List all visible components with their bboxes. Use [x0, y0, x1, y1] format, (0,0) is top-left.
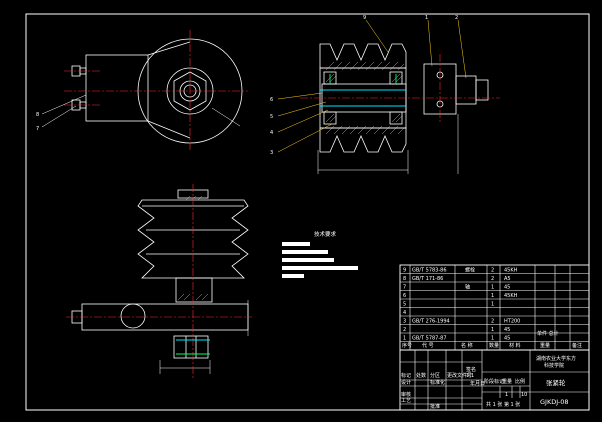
- school-line1: 湖南农业大学东方: [536, 355, 576, 362]
- drawing-title: 张紧轮: [546, 378, 566, 387]
- front-view-accents: [176, 339, 210, 355]
- technical-requirements: 技术要求: [282, 230, 358, 278]
- callout-4: 4: [270, 130, 273, 136]
- parts-row-name: 轴: [465, 283, 470, 290]
- callout-2: 2: [455, 15, 458, 21]
- section-hatch: [325, 61, 405, 135]
- parts-row-code: GB/T 5783-86: [412, 267, 447, 273]
- parts-row-no: 3: [403, 318, 406, 324]
- callout-9: 9: [363, 15, 366, 21]
- parts-row-material: 45: [504, 284, 510, 290]
- parts-row-code: GB/T 276-1994: [412, 318, 450, 324]
- stage-label-0: 阶段标记: [484, 378, 504, 385]
- header-name: 名 称: [461, 342, 473, 349]
- approval-4: 批准: [430, 403, 440, 410]
- tech-req-heading: 技术要求: [314, 230, 337, 238]
- callout-1: 1: [425, 15, 428, 21]
- front-view-hatch: [177, 195, 209, 301]
- parts-row-qty: 1: [491, 284, 494, 290]
- header-remark: 备注: [572, 342, 582, 349]
- parts-row-material: 45: [504, 327, 510, 333]
- section-accents: [320, 74, 406, 107]
- header-material: 材 料: [509, 342, 521, 349]
- scale-value: 1:1: [466, 373, 474, 379]
- parts-row-no: 5: [403, 301, 406, 307]
- parts-row-material: HT200: [504, 318, 520, 324]
- row-label-3: 更改文件号: [447, 372, 472, 379]
- ratio-value: 10: [521, 392, 527, 398]
- parts-row-no: 8: [403, 276, 406, 282]
- parts-row-no: 9: [403, 267, 406, 273]
- parts-row-name: 螺栓: [465, 266, 475, 273]
- end-view-leaders: [41, 94, 87, 128]
- school-line2: 科技学院: [544, 362, 564, 369]
- parts-row-material: 45: [504, 335, 510, 341]
- stage-label-2: 比例: [515, 378, 525, 385]
- parts-row-no: 4: [403, 310, 406, 316]
- parts-row-no: 6: [403, 293, 406, 299]
- row-label-1: 处数: [416, 372, 426, 379]
- callout-6: 6: [270, 97, 273, 103]
- parts-row-qty: 1: [491, 293, 494, 299]
- parts-row-qty: 1: [491, 327, 494, 333]
- parts-row-qty: 1: [491, 301, 494, 307]
- callout-3: 3: [270, 150, 273, 156]
- row-label-0: 标记: [401, 372, 411, 379]
- header-code: 代 号: [422, 342, 434, 349]
- row-label-5: 年月日: [470, 380, 485, 387]
- drawing-frame: [25, 13, 590, 411]
- drawing-code: GJKDJ-08: [540, 398, 569, 406]
- callout-8: 8: [36, 112, 39, 118]
- callout-5: 5: [270, 114, 273, 120]
- qty-value: 1: [505, 392, 508, 398]
- row-label-2: 分区: [430, 372, 440, 379]
- approval-2: 审核: [401, 391, 411, 398]
- parts-row-qty: 1: [491, 335, 494, 341]
- header-no: 序号: [402, 342, 412, 349]
- section-centerline: [300, 54, 500, 124]
- sheet-label: 共 1 张 第 1 张: [486, 401, 520, 408]
- parts-row-no: 2: [403, 327, 406, 333]
- approval-0: 设计: [401, 379, 411, 386]
- stage-label-1: 重量: [502, 378, 512, 385]
- section-view: [317, 43, 489, 174]
- parts-row-material: A5: [504, 276, 511, 282]
- header-weight2: 重量: [540, 342, 550, 349]
- parts-row-code: GB/T 171-86: [412, 276, 443, 282]
- callout-7: 7: [36, 126, 39, 132]
- header-qty: 数量: [489, 342, 499, 349]
- parts-row-code: GB/T 5787-87: [412, 335, 447, 341]
- parts-row-material: 45KH: [504, 293, 518, 299]
- row-label-4: 签名: [466, 366, 476, 373]
- section-leaders: [277, 19, 467, 153]
- parts-row-no: 7: [403, 284, 406, 290]
- parts-row-qty: 2: [491, 267, 494, 273]
- header-weight: 单件 总计: [537, 330, 559, 337]
- front-view: [71, 189, 249, 374]
- end-view-centerlines: [64, 30, 248, 150]
- approval-3: 工艺: [401, 398, 411, 404]
- parts-row-material: 45KH: [504, 267, 518, 273]
- front-view-centerlines: [66, 184, 252, 378]
- title-block: [399, 264, 590, 411]
- parts-row-no: 1: [403, 335, 406, 341]
- approval-1: 标准化: [430, 379, 445, 386]
- parts-row-qty: 2: [491, 276, 494, 282]
- parts-row-qty: 2: [491, 318, 494, 324]
